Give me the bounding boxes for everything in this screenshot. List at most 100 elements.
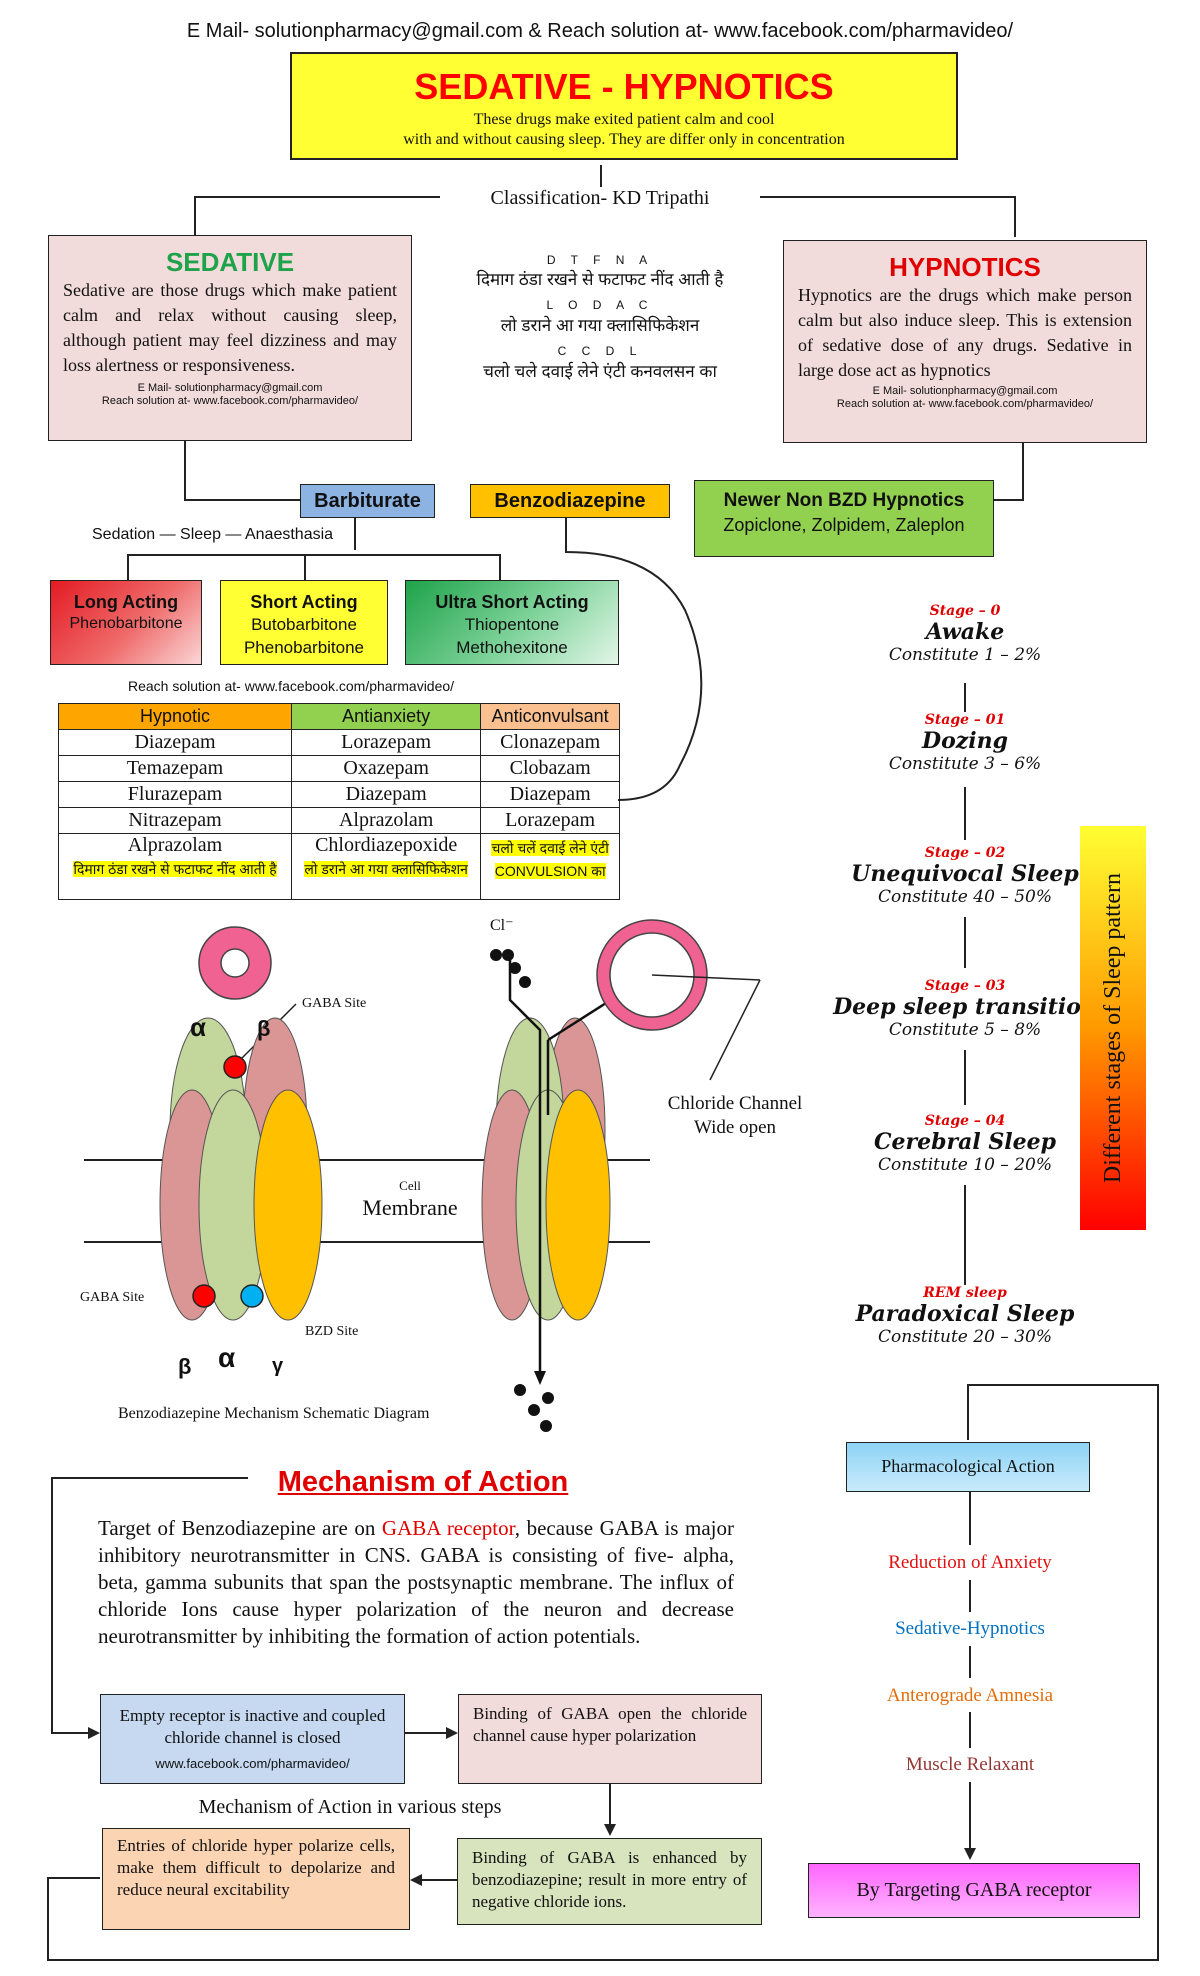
stage-0-name: Awake bbox=[925, 619, 1005, 645]
moa-paragraph: Target of Benzodiazepine are on GABA rec… bbox=[98, 1515, 734, 1650]
stage-3-name: Deep sleep transition bbox=[833, 994, 1097, 1020]
ultra-short-drug-1: Thiopentone bbox=[464, 615, 560, 634]
stage-1-percent: Constitute 3 – 6% bbox=[888, 754, 1042, 774]
newer-hypnotics-box: Newer Non BZD Hypnotics Zopiclone, Zolpi… bbox=[694, 480, 994, 557]
chloride-channel-label: Chloride Channel Wide open bbox=[640, 1092, 830, 1140]
diagram-caption: Benzodiazepine Mechanism Schematic Diagr… bbox=[118, 1405, 430, 1422]
sedative-text: Sedative are those drugs which make pati… bbox=[63, 280, 397, 375]
bzd-site-label: BZD Site bbox=[305, 1324, 359, 1339]
long-acting-drug: Phenobarbitone bbox=[69, 615, 183, 632]
col-antianxiety: Antianxiety bbox=[290, 703, 482, 730]
hypnotics-text: Hypnotics are the drugs which make perso… bbox=[798, 285, 1132, 380]
newer-drugs: Zopiclone, Zolpidem, Zaleplon bbox=[723, 515, 965, 535]
mnemonic-l3: L O D A C bbox=[546, 298, 654, 312]
table-mnemonic-3a: चलो चलें दवाई लेने एंटी bbox=[491, 840, 609, 856]
moa-step-1: Empty receptor is inactive and coupled c… bbox=[100, 1694, 405, 1784]
stage-3-percent: Constitute 5 – 8% bbox=[888, 1020, 1042, 1040]
table-cell: Lorazepam bbox=[290, 729, 482, 756]
sleep-stage-2: Stage – 02 Unequivocal Sleep Constitute … bbox=[825, 845, 1105, 907]
title-subtitle-1: These drugs make exited patient calm and… bbox=[473, 111, 775, 128]
sedation-line: Sedation — Sleep — Anaesthasia bbox=[92, 526, 334, 543]
sleep-stage-1: Stage – 01 Dozing Constitute 3 – 6% bbox=[825, 712, 1105, 774]
contact-line: E Mail- solutionpharmacy@gmail.com & Rea… bbox=[186, 20, 1014, 42]
membrane-label: Membrane bbox=[362, 1195, 458, 1220]
stage-4-percent: Constitute 10 – 20% bbox=[878, 1155, 1052, 1175]
table-row: Alprazolam दिमाग ठंडा रखने से फटाफट नींद… bbox=[58, 833, 620, 900]
moa-text-a: Target of Benzodiazepine are on bbox=[98, 1516, 382, 1540]
cell-label: Cell bbox=[399, 1178, 421, 1193]
stage-1-name: Dozing bbox=[922, 728, 1008, 754]
stage-4-label: Stage – 04 bbox=[924, 1113, 1006, 1129]
long-acting-title: Long Acting bbox=[73, 592, 179, 612]
table-cell: Alprazolam bbox=[290, 807, 482, 834]
col-anticonvulsant: Anticonvulsant bbox=[480, 703, 620, 730]
alpha-top-label: α bbox=[190, 1012, 206, 1042]
ultra-short-box: Ultra Short Acting Thiopentone Methohexi… bbox=[405, 580, 619, 665]
table-cell-mn-2: Chlordiazepoxide लो डराने आ गया क्लासिफि… bbox=[290, 833, 482, 900]
sedative-box: SEDATIVE Sedative are those drugs which … bbox=[48, 235, 412, 441]
mnemonic-block: D T F N A दिमाग ठंडा रखने से फटाफट नींद … bbox=[430, 252, 770, 384]
stage-1-label: Stage – 01 bbox=[924, 712, 1006, 728]
mnemonic-l6: चलो चले दवाई लेने एंटी कनवलसन का bbox=[483, 362, 717, 381]
action-amnesia: Anterograde Amnesia bbox=[886, 1685, 1054, 1706]
table-row: Diazepam Lorazepam Clonazepam bbox=[58, 729, 620, 756]
table-mnemonic-2: लो डराने आ गया क्लासिफिकेशन bbox=[304, 861, 468, 877]
ultra-short-drug-2: Methohexitone bbox=[456, 638, 568, 657]
table-cell-mn-3: चलो चलें दवाई लेने एंटी CONVULSION का bbox=[480, 833, 620, 900]
sleep-stage-rem: REM sleep Paradoxical Sleep Constitute 2… bbox=[825, 1285, 1105, 1347]
mnemonic-l1: D T F N A bbox=[546, 253, 654, 267]
table-cell: Diazepam bbox=[58, 729, 292, 756]
action-anxiety: Reduction of Anxiety bbox=[888, 1552, 1052, 1573]
moa-step-4: Entries of chloride hyper polarize cells… bbox=[102, 1828, 410, 1930]
short-acting-drug-2: Phenobarbitone bbox=[243, 638, 365, 657]
sleep-stage-0: Stage – 0 Awake Constitute 1 – 2% bbox=[825, 603, 1105, 665]
table-row: Temazepam Oxazepam Clobazam bbox=[58, 755, 620, 782]
stage-2-label: Stage – 02 bbox=[924, 845, 1006, 861]
sleep-stage-3: Stage – 03 Deep sleep transition Constit… bbox=[825, 978, 1105, 1040]
gaba-site-bottom-label: GABA Site bbox=[80, 1290, 145, 1305]
chloride-channel-l1: Chloride Channel bbox=[667, 1093, 803, 1114]
alpha-bottom-label: α bbox=[218, 1342, 236, 1373]
moa-steps-label: Mechanism of Action in various steps bbox=[198, 1796, 502, 1818]
hypnotics-reach: Reach solution at- www.facebook.com/phar… bbox=[836, 398, 1094, 410]
table-header-row: Hypnotic Antianxiety Anticonvulsant bbox=[58, 703, 620, 730]
stage-0-percent: Constitute 1 – 2% bbox=[888, 645, 1042, 665]
beta-top-label: β bbox=[257, 1016, 271, 1041]
stage-0-label: Stage – 0 bbox=[929, 603, 1001, 619]
bzd-table: Hypnotic Antianxiety Anticonvulsant Diaz… bbox=[58, 703, 620, 900]
moa-text-c: , because GABA is major inhibitory neuro… bbox=[98, 1516, 734, 1648]
sleep-pattern-bar: Different stages of Sleep pattern bbox=[1080, 826, 1146, 1230]
page-title: SEDATIVE - HYPNOTICS bbox=[414, 66, 834, 107]
reach-mid: Reach solution at- www.facebook.com/phar… bbox=[128, 678, 455, 694]
short-acting-box: Short Acting Butobarbitone Phenobarbiton… bbox=[220, 580, 388, 665]
beta-bottom-label: β bbox=[178, 1354, 192, 1379]
gaba-site-top-label: GABA Site bbox=[302, 996, 367, 1011]
step-1-text: Empty receptor is inactive and coupled c… bbox=[119, 1706, 386, 1747]
stage-3-label: Stage – 03 bbox=[924, 978, 1006, 994]
mnemonic-l2: दिमाग ठंडा रखने से फटाफट नींद आती है bbox=[476, 270, 724, 289]
stage-rem-name: Paradoxical Sleep bbox=[855, 1301, 1075, 1327]
stage-4-name: Cerebral Sleep bbox=[874, 1129, 1056, 1155]
moa-step-3: Binding of GABA is enhanced by benzodiaz… bbox=[457, 1838, 762, 1925]
hypnotics-title: HYPNOTICS bbox=[889, 252, 1041, 282]
hypnotics-mail: E Mail- solutionpharmacy@gmail.com bbox=[872, 385, 1058, 397]
table-mnemonic-1: दिमाग ठंडा रखने से फटाफट नींद आती है bbox=[73, 861, 277, 877]
table-cell: Clonazepam bbox=[480, 729, 620, 756]
gamma-label: γ bbox=[272, 1355, 284, 1377]
sedative-title: SEDATIVE bbox=[165, 247, 295, 277]
ultra-short-title: Ultra Short Acting bbox=[435, 592, 589, 612]
classification-label: Classification- KD Tripathi bbox=[440, 187, 760, 210]
table-cell-mn-1: Alprazolam दिमाग ठंडा रखने से फटाफट नींद… bbox=[58, 833, 292, 900]
mnemonic-l4: लो डराने आ गया क्लासिफिकेशन bbox=[500, 316, 700, 335]
benzodiazepine-box: Benzodiazepine bbox=[470, 484, 670, 518]
table-cell: Diazepam bbox=[290, 781, 482, 808]
table-row: Flurazepam Diazepam Diazepam bbox=[58, 781, 620, 808]
chloride-channel-l2: Wide open bbox=[693, 1117, 777, 1138]
barbiturate-box: Barbiturate bbox=[300, 484, 435, 518]
long-acting-box: Long Acting Phenobarbitone bbox=[50, 580, 202, 665]
table-cell: Chlordiazepoxide bbox=[315, 834, 458, 856]
moa-title: Mechanism of Action bbox=[277, 1466, 569, 1498]
sleep-stage-4: Stage – 04 Cerebral Sleep Constitute 10 … bbox=[825, 1113, 1105, 1175]
